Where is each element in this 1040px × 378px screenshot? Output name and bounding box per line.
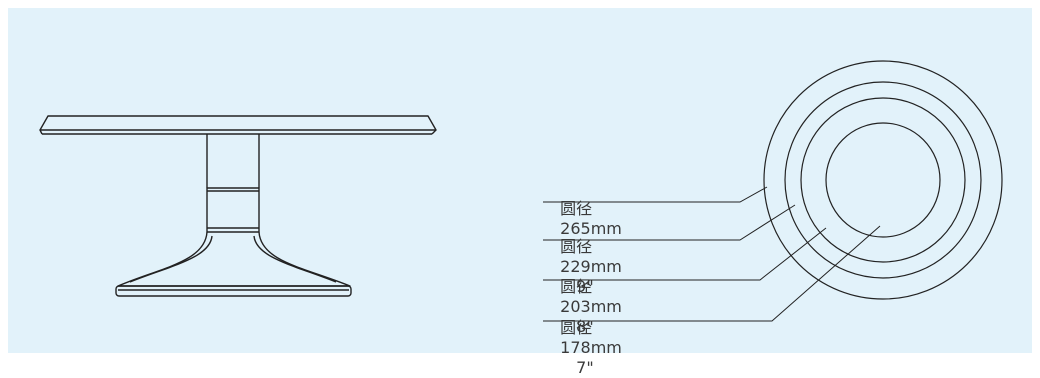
label-prefix: 圆径 [560, 237, 593, 256]
leader-lines [543, 186, 881, 322]
label-prefix: 圆径 [560, 277, 593, 296]
circle-178mm [825, 122, 941, 238]
label-prefix: 圆径 [560, 318, 593, 337]
label-diameter: 229mm [560, 257, 622, 276]
label-size-inches: 9" [576, 277, 594, 296]
stand-column [206, 134, 260, 188]
leader-line-178mm [543, 225, 881, 322]
stand-foot [115, 285, 352, 297]
label-229mm: 圆径 229mm 9" [550, 217, 622, 297]
leader-line-229mm [543, 204, 796, 241]
leader-line-265mm [543, 186, 768, 203]
plate-size-circles [763, 60, 1003, 300]
label-diameter: 265mm [560, 219, 622, 238]
label-265mm: 圆径 265mm [550, 179, 622, 239]
stand-plate [39, 115, 437, 131]
circle-229mm [784, 81, 982, 279]
label-203mm: 圆径 203mm 8" [550, 257, 622, 337]
stand-base [117, 231, 351, 287]
label-prefix: 圆径 [560, 199, 593, 218]
cake-stand-diagram [39, 60, 1003, 322]
circle-203mm [800, 97, 966, 263]
label-diameter: 178mm [560, 338, 622, 357]
circle-265mm [763, 60, 1003, 300]
leader-line-203mm [543, 227, 827, 281]
cake-stand-side-view [39, 115, 437, 297]
label-diameter: 203mm [560, 297, 622, 316]
stand-collar [206, 187, 260, 233]
label-size-inches: 8" [576, 317, 594, 336]
label-178mm: 圆径 178mm 7" [550, 298, 622, 378]
